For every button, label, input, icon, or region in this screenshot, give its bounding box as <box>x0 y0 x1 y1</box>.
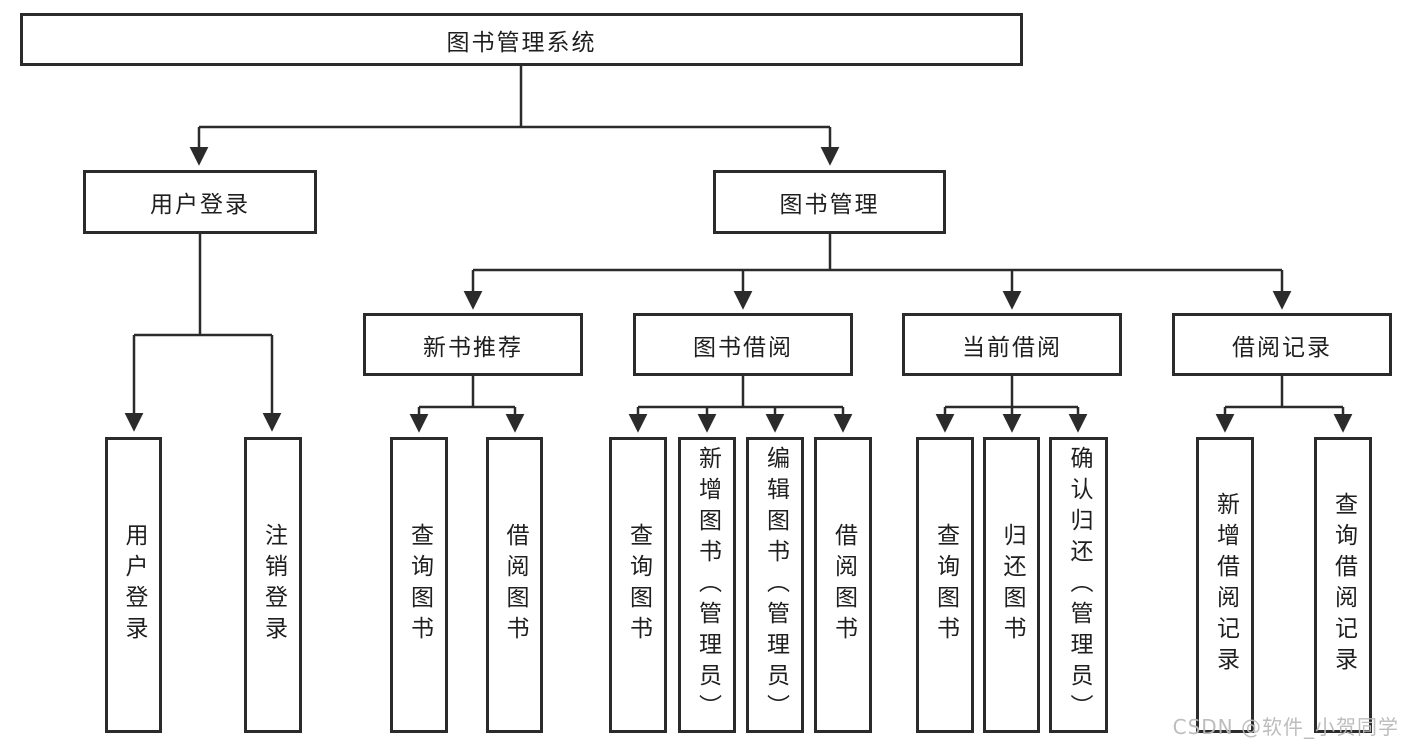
leaf-borrow-books-recommend: 借阅图书 <box>486 437 543 733</box>
leaf-label: 注销登录 <box>260 523 287 647</box>
leaf-label: 查询图书 <box>932 523 959 647</box>
leaf-label: 查询图书 <box>406 523 433 647</box>
node-label: 新书推荐 <box>423 334 523 361</box>
node-borrow-records: 借阅记录 <box>1172 313 1392 376</box>
node-label: 图书管理 <box>779 192 880 218</box>
leaf-add-borrow-record: 新增借阅记录 <box>1196 437 1254 733</box>
node-label: 用户登录 <box>150 192 250 218</box>
leaf-label: 借阅图书 <box>830 523 857 647</box>
node-label: 当前借阅 <box>962 334 1062 361</box>
leaf-label: 新增借阅记录 <box>1212 492 1239 678</box>
leaf-label: 新增图书（管理员） <box>694 445 721 725</box>
node-label: 图书借阅 <box>693 334 793 361</box>
leaf-confirm-return-admin: 确认归还（管理员） <box>1049 437 1108 733</box>
leaf-label: 用户登录 <box>121 523 147 647</box>
leaf-label: 编辑图书（管理员） <box>762 445 789 725</box>
node-label: 图书管理系统 <box>446 29 597 56</box>
node-label: 借阅记录 <box>1232 334 1332 361</box>
leaf-query-borrow-record: 查询借阅记录 <box>1314 437 1372 733</box>
leaf-return-books: 归还图书 <box>983 437 1040 733</box>
node-current-borrow: 当前借阅 <box>902 313 1122 376</box>
leaf-add-book-admin: 新增图书（管理员） <box>678 437 736 733</box>
node-book-management: 图书管理 <box>713 170 946 234</box>
leaf-borrow-books: 借阅图书 <box>814 437 872 733</box>
node-library-management-system: 图书管理系统 <box>20 13 1023 66</box>
leaf-query-books-current: 查询图书 <box>916 437 974 733</box>
node-book-borrow: 图书借阅 <box>633 313 853 376</box>
node-user-login: 用户登录 <box>83 170 317 234</box>
node-new-book-recommend: 新书推荐 <box>363 313 583 376</box>
leaf-query-books-recommend: 查询图书 <box>390 437 448 733</box>
leaf-label: 借阅图书 <box>502 523 528 647</box>
leaf-query-books-borrow: 查询图书 <box>609 437 667 733</box>
leaf-logout: 注销登录 <box>244 437 302 733</box>
leaf-label: 查询图书 <box>625 523 652 647</box>
leaf-label: 查询借阅记录 <box>1330 492 1357 678</box>
leaf-label: 归还图书 <box>999 523 1025 647</box>
leaf-label: 确认归还（管理员） <box>1066 445 1092 725</box>
leaf-user-login: 用户登录 <box>105 437 162 733</box>
leaf-edit-book-admin: 编辑图书（管理员） <box>746 437 804 733</box>
